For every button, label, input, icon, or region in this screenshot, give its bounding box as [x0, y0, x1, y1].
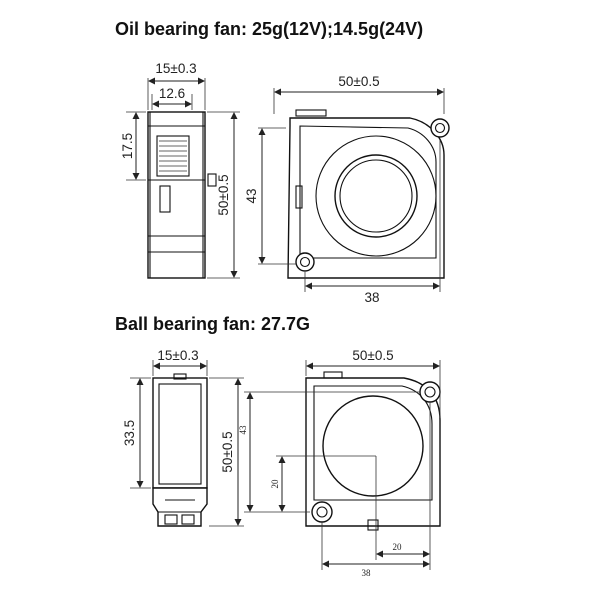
oil-front-rotor-hub — [334, 154, 418, 238]
ball-front-view: 50±0.5 43 20 20 38 — [238, 348, 441, 578]
ball-bearing-heading: Ball bearing fan: 27.7G — [115, 314, 311, 334]
oil-side-grille — [156, 135, 190, 177]
oil-front-mount-bottom — [295, 252, 315, 272]
ball-side-view: 15±0.3 33.5 50±0.5 — [122, 348, 244, 527]
oil-side-view: 15±0.3 12.6 17.5 50±0.5 — [120, 61, 240, 279]
oil-bearing-heading: Oil bearing fan: 25g(12V);14.5g(24V) — [115, 19, 424, 39]
ball-side-body — [152, 377, 208, 489]
ball-front-mount-bottom — [311, 501, 333, 523]
ball-front-height-label: 43 — [238, 425, 248, 435]
ball-front-rotor — [322, 395, 424, 497]
ball-side-width-label: 15±0.3 — [157, 348, 198, 363]
ball-front-offset-label: 20 — [270, 479, 280, 489]
oil-side-clip — [159, 185, 171, 213]
oil-side-width-label: 15±0.3 — [155, 61, 196, 76]
oil-front-rotor-outer — [315, 135, 437, 257]
ball-side-height-label: 33.5 — [122, 420, 137, 446]
ball-front-mount-top — [419, 381, 441, 403]
oil-side-total-height-label: 50±0.5 — [216, 174, 231, 215]
oil-front-width-label: 50±0.5 — [338, 74, 379, 89]
ball-side-base — [152, 487, 208, 527]
ball-front-bottom-label: 38 — [362, 568, 372, 578]
oil-front-height-label: 43 — [244, 188, 259, 203]
oil-side-height-label: 17.5 — [120, 133, 135, 159]
oil-front-mount-top — [430, 118, 450, 138]
oil-front-view: 50±0.5 43 38 — [244, 74, 450, 305]
oil-side-inner-width-label: 12.6 — [159, 86, 185, 101]
ball-side-total-height-label: 50±0.5 — [220, 431, 235, 472]
oil-front-bottom-label: 38 — [364, 290, 379, 305]
ball-front-bottom-offset-label: 20 — [393, 542, 403, 552]
ball-front-width-label: 50±0.5 — [352, 348, 393, 363]
